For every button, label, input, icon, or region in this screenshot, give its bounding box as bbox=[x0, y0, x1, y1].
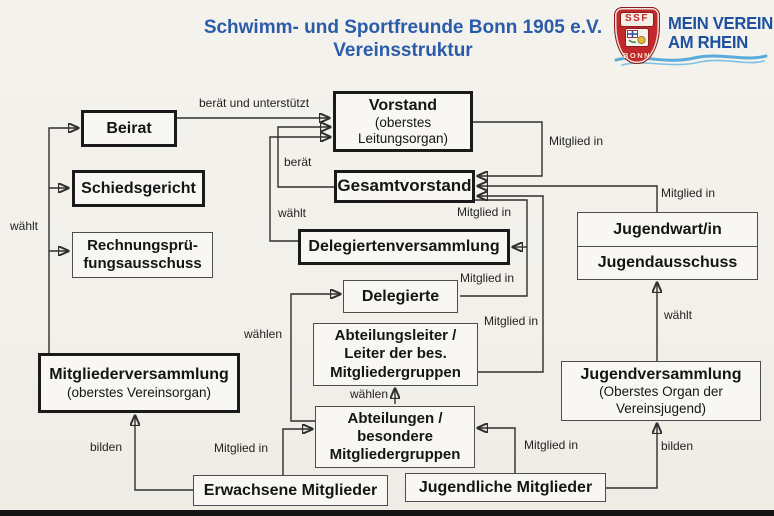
scan-edge-artifact bbox=[0, 510, 774, 516]
box-sublabel: Vereinsjugend) bbox=[615, 400, 707, 416]
page-title: Schwimm- und Sportfreunde Bonn 1905 e.V.… bbox=[120, 16, 686, 62]
box-label: Mitgliedergruppen bbox=[330, 363, 461, 381]
edge-label-delegierte-mitglied-in: Mitglied in bbox=[460, 271, 515, 285]
shield-initials: SSF bbox=[625, 13, 649, 24]
box-vorstand: Vorstand (oberstes Leitungsorgan) bbox=[333, 91, 473, 152]
edge-jugendliche-bilden-jv bbox=[606, 424, 657, 489]
tagline-line-2: AM RHEIN bbox=[668, 32, 748, 52]
box-label: Abteilungsleiter / bbox=[334, 327, 457, 345]
box-sublabel: (Oberstes Organ der bbox=[599, 384, 723, 400]
box-label: Rechnungsprü- bbox=[87, 236, 198, 254]
box-label: Delegiertenversammlung bbox=[308, 238, 500, 256]
box-delegiertenversammlung: Delegiertenversammlung bbox=[298, 229, 510, 265]
edge-label-beraet-und-unterstuetzt: berät und unterstützt bbox=[199, 96, 310, 110]
title-line-2: Vereinsstruktur bbox=[333, 40, 473, 61]
box-jugendausschuss: Jugendausschuss bbox=[578, 247, 757, 280]
box-label: Jugendliche Mitglieder bbox=[418, 478, 593, 496]
box-jugendwart: Jugendwart/in bbox=[578, 213, 757, 247]
edge-jugendliche-mitglied-abteilungen bbox=[478, 428, 516, 473]
edge-label-gv-mitglied-in: Mitglied in bbox=[457, 205, 512, 219]
box-label: Beirat bbox=[106, 119, 152, 137]
box-schiedsgericht: Schiedsgericht bbox=[72, 170, 205, 207]
edge-label-vorstand-mitglied-in: Mitglied in bbox=[549, 134, 604, 148]
box-beirat: Beirat bbox=[81, 110, 177, 147]
edge-label-jv-waehlt: wählt bbox=[664, 308, 693, 322]
box-label: Leiter der bes. bbox=[344, 345, 447, 363]
edge-label-jugendliche-bilden: bilden bbox=[661, 439, 694, 453]
box-rechnungspruefungsausschuss: Rechnungsprü- fungsausschuss bbox=[72, 232, 213, 278]
title-line-1: Schwimm- und Sportfreunde Bonn 1905 e.V. bbox=[203, 17, 603, 38]
box-label: Vorstand bbox=[368, 96, 438, 114]
box-sublabel: Leitungsorgan) bbox=[357, 131, 449, 147]
edge-vorstand-mitglied-gv bbox=[473, 121, 543, 176]
box-label: Jugendversammlung bbox=[580, 366, 742, 384]
box-label: Erwachsene Mitglieder bbox=[203, 481, 378, 499]
edge-label-waehlen-leiter: wählen bbox=[350, 387, 389, 401]
box-jugendliche-mitglieder: Jugendliche Mitglieder bbox=[405, 473, 606, 502]
edge-label-waehlen-delegierte: wählen bbox=[244, 327, 283, 341]
shield-banner: SSF bbox=[620, 12, 654, 27]
box-sublabel: (oberstes Vereinsorgan) bbox=[66, 384, 212, 400]
shield-city: BONN bbox=[622, 51, 652, 60]
edge-label-abtleiter-mitglied-in: Mitglied in bbox=[484, 314, 539, 328]
box-jugend-gremien: Jugendwart/in Jugendausschuss bbox=[577, 212, 758, 280]
edge-label-erwachsene-bilden: bilden bbox=[90, 440, 123, 454]
box-label: Abteilungen / bbox=[347, 409, 443, 427]
box-label: Gesamtvorstand bbox=[337, 176, 472, 196]
box-label: Mitgliedergruppen bbox=[329, 446, 461, 464]
box-sublabel: (oberstes bbox=[374, 114, 432, 130]
box-label: Mitgliederversammlung bbox=[49, 366, 229, 384]
edge-erwachsene-mitglied-abteilungen bbox=[282, 429, 312, 475]
edge-label-erwachsene-mitglied-in: Mitglied in bbox=[214, 441, 269, 455]
edge-erwachsene-bilden-mv bbox=[135, 416, 193, 491]
box-label: Delegierte bbox=[361, 287, 440, 305]
box-erwachsene-mitglieder: Erwachsene Mitglieder bbox=[193, 475, 388, 506]
box-label: Jugendausschuss bbox=[597, 254, 738, 272]
box-gesamtvorstand: Gesamtvorstand bbox=[334, 170, 475, 203]
edge-label-jugendliche-mitglied-in: Mitglied in bbox=[524, 438, 579, 452]
box-abteilungsleiter: Abteilungsleiter / Leiter der bes. Mitgl… bbox=[313, 323, 478, 386]
box-mitgliederversammlung: Mitgliederversammlung (oberstes Vereinso… bbox=[38, 353, 240, 413]
ssf-shield-icon: SSF BONN bbox=[614, 7, 660, 64]
box-delegierte: Delegierte bbox=[343, 280, 458, 313]
box-label: Jugendwart/in bbox=[613, 220, 722, 238]
box-label: besondere bbox=[357, 427, 433, 445]
edge-label-mv-waehlt: wählt bbox=[10, 219, 39, 233]
tagline-line-1: MEIN VEREIN bbox=[668, 13, 773, 33]
box-label: Schiedsgericht bbox=[81, 179, 196, 197]
box-label: fungsausschuss bbox=[83, 255, 202, 272]
shield-emblem-icon bbox=[625, 28, 649, 52]
logo-tagline: MEIN VEREIN AM RHEIN bbox=[668, 14, 773, 52]
edge-label-waehlt-vorstand: wählt bbox=[278, 206, 307, 220]
edge-label-beraet: berät bbox=[284, 155, 312, 169]
box-abteilungen: Abteilungen / besondere Mitgliedergruppe… bbox=[315, 406, 475, 468]
box-jugendversammlung: Jugendversammlung (Oberstes Organ der Ve… bbox=[561, 361, 761, 421]
edge-dv-waehlt-vorstand bbox=[269, 137, 330, 242]
club-logo: SSF BONN MEIN VEREIN AM RHEIN bbox=[612, 5, 773, 71]
edge-label-jugendwart-mitglied-in: Mitglied in bbox=[661, 186, 716, 200]
